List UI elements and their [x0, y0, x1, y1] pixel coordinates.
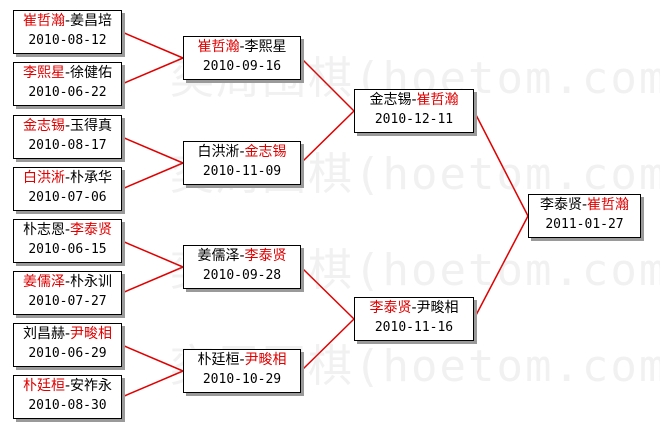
match-box-r3-2: 李泰贤-尹畯相 2010-11-16	[354, 297, 474, 341]
player-a: 朴廷桓	[197, 352, 240, 368]
match-box-r1-3: 金志锡-玉得真 2010-08-17	[13, 115, 122, 159]
match-players: 李泰贤-尹畯相	[369, 300, 459, 316]
match-players: 白洪淅-朴承华	[22, 170, 113, 186]
match-players: 姜儒泽-李泰贤	[197, 248, 287, 264]
match-players: 朴廷桓-安祚永	[22, 378, 113, 394]
player-a: 李熙星	[22, 65, 65, 81]
match-date: 2010-08-30	[28, 398, 107, 413]
match-box-r1-7: 刘昌赫-尹畯相 2010-06-29	[13, 323, 122, 367]
bracket-line	[121, 162, 184, 190]
match-players: 刘昌赫-尹畯相	[22, 326, 113, 342]
player-a: 朴志恩	[22, 222, 65, 238]
bracket-line	[300, 110, 355, 164]
player-a: 金志锡	[369, 92, 412, 108]
player-b: 李熙星	[244, 39, 287, 55]
player-b: 朴永训	[70, 274, 113, 290]
match-date: 2010-06-22	[28, 85, 107, 100]
match-players: 李熙星-徐健佑	[22, 65, 113, 81]
match-box-r1-6: 姜儒泽-朴永训 2010-07-27	[13, 271, 122, 315]
player-b: 尹畯相	[70, 326, 113, 342]
match-date: 2010-11-09	[202, 164, 282, 179]
bracket-line	[121, 344, 184, 372]
player-b: 李泰贤	[70, 222, 113, 238]
player-a: 朴廷桓	[22, 378, 65, 394]
player-b: 尹畯相	[244, 352, 287, 368]
match-box-r1-5: 朴志恩-李泰贤 2010-06-15	[13, 219, 122, 263]
player-a: 李泰贤	[369, 300, 412, 316]
match-date: 2010-11-16	[374, 320, 454, 335]
bracket-line	[121, 266, 184, 294]
match-date: 2010-08-12	[28, 33, 107, 48]
match-box-r1-1: 崔哲瀚-姜昌培 2010-08-12	[13, 10, 122, 54]
match-players: 李泰贤-崔哲瀚	[539, 197, 630, 213]
match-players: 白洪淅-金志锡	[197, 144, 287, 160]
match-box-final: 李泰贤-崔哲瀚 2011-01-27	[528, 194, 641, 238]
match-box-r3-1: 金志锡-崔哲瀚 2010-12-11	[354, 89, 474, 133]
match-date: 2010-12-11	[374, 112, 454, 127]
player-b: 安祚永	[70, 378, 113, 394]
bracket-line	[121, 31, 184, 59]
match-box-r2-1: 崔哲瀚-李熙星 2010-09-16	[183, 36, 301, 80]
player-a: 白洪淅	[22, 170, 65, 186]
player-a: 刘昌赫	[22, 326, 65, 342]
match-date: 2010-06-29	[28, 346, 107, 361]
player-b: 姜昌培	[70, 13, 113, 29]
bracket-line	[121, 370, 184, 398]
match-box-r2-4: 朴廷桓-尹畯相 2010-10-29	[183, 349, 301, 393]
match-players: 姜儒泽-朴永训	[22, 274, 113, 290]
match-box-r1-2: 李熙星-徐健佑 2010-06-22	[13, 62, 122, 106]
bracket-line	[121, 57, 184, 85]
player-b: 尹畯相	[416, 300, 459, 316]
bracket-line	[300, 318, 355, 372]
player-b: 朴承华	[70, 170, 113, 186]
match-date: 2011-01-27	[545, 217, 624, 232]
match-players: 朴廷桓-尹畯相	[197, 352, 287, 368]
match-players: 崔哲瀚-李熙星	[197, 39, 287, 55]
player-a: 崔哲瀚	[22, 13, 65, 29]
player-a: 姜儒泽	[22, 274, 65, 290]
player-a: 姜儒泽	[197, 248, 240, 264]
player-b: 玉得真	[70, 118, 113, 134]
match-players: 朴志恩-李泰贤	[22, 222, 113, 238]
match-date: 2010-10-29	[202, 372, 282, 387]
bracket-line	[121, 240, 184, 268]
match-date: 2010-06-15	[28, 242, 107, 257]
match-date: 2010-09-28	[202, 268, 282, 283]
player-b: 崔哲瀚	[587, 197, 630, 213]
match-date: 2010-07-06	[28, 190, 107, 205]
player-a: 白洪淅	[197, 144, 240, 160]
match-box-r1-8: 朴廷桓-安祚永 2010-08-30	[13, 375, 122, 419]
match-players: 金志锡-崔哲瀚	[369, 92, 459, 108]
bracket-line	[121, 136, 184, 164]
player-b: 李泰贤	[244, 248, 287, 264]
player-b: 徐健佑	[70, 65, 113, 81]
match-players: 金志锡-玉得真	[22, 118, 113, 134]
bracket-line	[300, 266, 355, 320]
bracket-line	[300, 57, 355, 112]
match-box-r2-3: 姜儒泽-李泰贤 2010-09-28	[183, 245, 301, 289]
player-b: 崔哲瀚	[416, 92, 459, 108]
match-date: 2010-07-27	[28, 294, 107, 309]
match-box-r1-4: 白洪淅-朴承华 2010-07-06	[13, 167, 122, 211]
match-date: 2010-08-17	[28, 138, 107, 153]
bracket-line	[473, 215, 529, 320]
match-box-r2-2: 白洪淅-金志锡 2010-11-09	[183, 141, 301, 185]
bracket-line	[473, 110, 529, 217]
match-date: 2010-09-16	[202, 59, 282, 74]
player-a: 李泰贤	[539, 197, 582, 213]
player-a: 崔哲瀚	[197, 39, 240, 55]
player-b: 金志锡	[244, 144, 287, 160]
match-players: 崔哲瀚-姜昌培	[22, 13, 113, 29]
player-a: 金志锡	[22, 118, 65, 134]
